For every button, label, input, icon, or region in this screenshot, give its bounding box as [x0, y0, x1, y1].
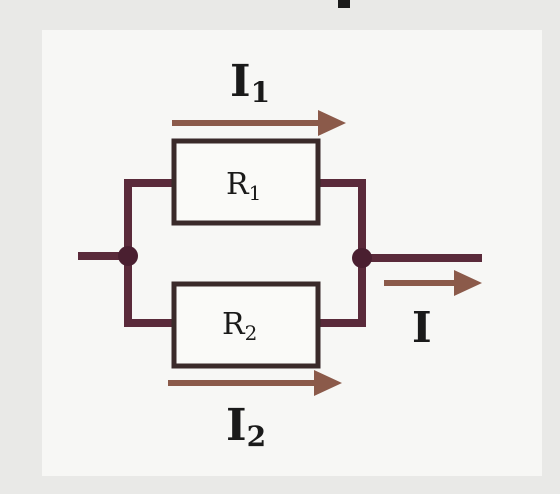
arrow-right-icon [384, 270, 482, 296]
i1-label-sub: 1 [251, 76, 270, 109]
r1-label: R1 [226, 167, 261, 205]
r2-label-main: R [222, 307, 246, 342]
r1-label-main: R [226, 167, 250, 202]
resistor-r2 [171, 281, 321, 369]
i1-label: I1 [230, 56, 270, 109]
r2-label-sub: 2 [245, 321, 258, 345]
r1-label-sub: 1 [249, 181, 262, 205]
i2-label-main: I [226, 400, 247, 451]
junction-dot-icon [118, 246, 138, 266]
top-edge-mark [338, 0, 350, 8]
i2-label-sub: 2 [247, 420, 266, 453]
i2-label: I2 [226, 400, 266, 453]
arrow-right-icon [172, 110, 346, 136]
resistor-r1 [171, 138, 321, 226]
junction-dot-icon [352, 248, 372, 268]
i1-label-main: I [230, 56, 251, 107]
arrow-right-icon [168, 370, 342, 396]
r2-label: R2 [222, 307, 257, 345]
i-label: I [412, 303, 432, 352]
